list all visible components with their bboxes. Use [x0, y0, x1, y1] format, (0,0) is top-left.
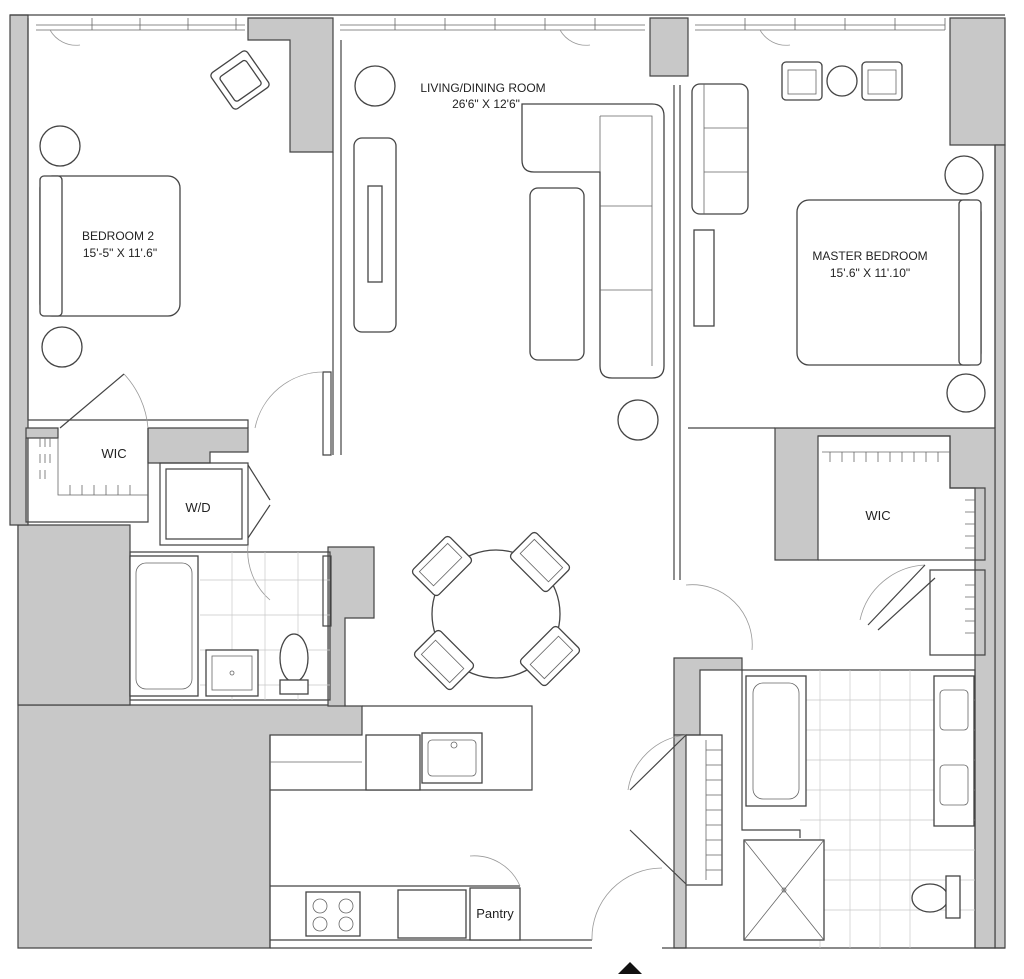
wall-masses — [9, 14, 1006, 949]
kitchen-island-sink — [421, 732, 483, 784]
bench — [693, 229, 715, 327]
master-nightstand-top — [944, 155, 984, 195]
bedroom2-furniture — [39, 50, 270, 368]
loveseat — [691, 83, 749, 215]
living-name-label: LIVING/DINING ROOM — [420, 81, 545, 95]
master-nightstand-bottom — [946, 373, 986, 413]
pantry-closet — [469, 887, 521, 941]
oven — [397, 889, 467, 939]
master-chair-right — [861, 61, 903, 101]
interior-walls — [25, 40, 986, 948]
cooktop — [305, 891, 361, 937]
dining-furniture — [411, 531, 581, 691]
tv — [367, 185, 383, 283]
left-vanity — [205, 649, 259, 697]
sectional-sofa — [521, 103, 665, 379]
right-vanity — [933, 675, 975, 827]
left-bathtub — [129, 555, 199, 697]
entry-arrow — [618, 962, 642, 974]
living-furniture — [353, 65, 749, 441]
wic-right-label: WIC — [865, 508, 890, 523]
dining-chair — [411, 535, 473, 597]
dining-chair — [509, 531, 571, 593]
coffee-table — [529, 187, 585, 361]
bedroom2-name-label: BEDROOM 2 — [82, 229, 154, 243]
master-name-label: MASTER BEDROOM — [812, 249, 927, 263]
wic-left-label: WIC — [101, 446, 126, 461]
bedroom2-nightstand-top — [39, 125, 81, 167]
living-dims-label: 26'6" X 12'6" — [452, 97, 520, 111]
right-bath — [743, 670, 975, 948]
wd-label: W/D — [185, 500, 210, 515]
master-chair-left — [781, 61, 823, 101]
dining-table — [431, 549, 561, 679]
master-furniture — [781, 61, 986, 413]
right-bathtub — [745, 675, 807, 807]
living-side-table-2 — [617, 399, 659, 441]
master-dims-label: 15'.6" X 11'.10" — [830, 266, 910, 280]
living-side-table — [354, 65, 396, 107]
labels: LIVING/DINING ROOM 26'6" X 12'6" BEDROOM… — [82, 81, 928, 921]
master-side-table — [826, 65, 858, 97]
door-swings — [59, 371, 936, 941]
outer-walls — [10, 14, 1005, 949]
dining-chair — [519, 625, 581, 687]
master-bed — [796, 199, 982, 366]
left-toilet — [279, 633, 309, 683]
bedroom2-nightstand-bottom — [41, 326, 83, 368]
kitchen — [305, 732, 521, 941]
bedroom2-dims-label: 15'-5" X 11'.6" — [83, 246, 157, 260]
right-toilet — [911, 883, 949, 913]
pantry-label: Pantry — [476, 906, 514, 921]
dining-chair — [413, 629, 475, 691]
kitchen-dishwasher — [365, 734, 421, 791]
left-bath — [129, 552, 332, 700]
